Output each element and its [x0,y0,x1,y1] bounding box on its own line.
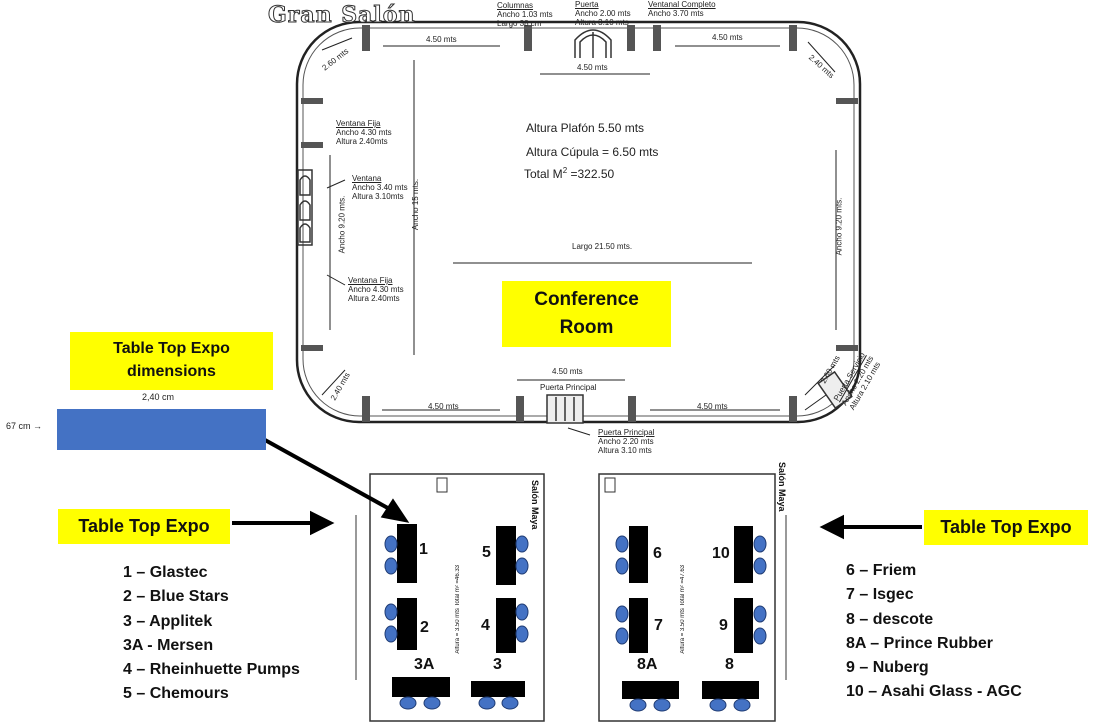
dim-bottom-door: 4.50 mts [552,367,583,376]
room-left-outline [369,473,545,722]
table-number: 1 [419,541,428,558]
list-item: 6 – Friem [846,562,917,579]
room-right-chairs [615,535,767,712]
arrow-right-label [819,514,922,540]
table-dims-rect [57,409,266,450]
list-item: 3A - Mersen [123,636,214,654]
table-number: 3 [493,656,502,673]
room-right-outline [598,473,776,722]
table-number: 5 [482,544,491,561]
dim-top-right: 4.50 mts [712,33,743,42]
arrow-table-to-room [264,438,410,523]
top-door-icon [574,29,612,58]
dimension-lines [321,37,837,436]
list-item: 5 – Chemours [123,685,229,703]
total-m2: Total M2 =322.50 [524,166,615,181]
arrow-left-label [232,510,335,536]
room-left-side-text: Salón Maya [530,480,540,530]
dim-top-door: 4.50 mts [577,63,608,72]
table-number: 8A [637,656,658,673]
hall-outer-wall [295,20,862,424]
list-item: 2 – Blue Stars [123,588,229,606]
dim-left-920: Ancho 9.20 mts. [337,195,347,254]
hall-inner-wall [302,27,855,417]
column-left-side [301,98,858,351]
dim-bottom-left: 4.50 mts [428,402,459,411]
room-left-area: Altura = 3.50 mts Total m² =46.33 [455,565,461,654]
list-item: 8 – descote [846,610,934,628]
list-item: 8A – Prince Rubber [846,634,994,652]
main-door-icon [546,394,584,424]
room-left-chairs [384,535,529,710]
left-window-icon [297,169,313,246]
dim-largo: Largo 21.50 mts. [572,242,633,251]
service-door-icon [817,370,853,410]
column-bottom [362,396,797,422]
table-dims-height: 67 cm → [6,421,43,431]
column-top-right [653,25,797,51]
column-top-mid [524,25,532,51]
altura-plafon: Altura Plafón 5.50 mts [526,121,645,135]
table-number: 7 [654,617,663,634]
column-top-mid2 [627,25,635,51]
table-number: 4 [481,617,490,634]
column-top-left [362,25,370,51]
dim-ancho15: Ancho 15 mts. [411,178,421,231]
room-right-area: Altura = 3.50 mts Total m² =47.63 [680,565,686,654]
list-item: 9 – Nuberg [846,659,929,677]
dim-right-920: Ancho 9.20 mts. [834,197,844,256]
list-item: 4 – Rheinhuette Pumps [123,661,300,679]
room-doc-icons [436,477,616,493]
table-dims-width: 2,40 cm [142,392,175,402]
left-exhibitor-list: 1 – Glastec 2 – Blue Stars 3 – Applitek … [123,561,300,707]
room-right-side-text: Salón Maya [777,462,787,512]
room-right-tables [622,526,759,699]
hall-title: Gran Salón [267,2,416,29]
left-expo-label: Table Top Expo [58,509,230,544]
table-number: 3A [414,656,435,673]
table-number: 2 [420,619,429,636]
right-exhibitor-list: 6 – Friem 7 – Isgec 8 – descote 8A – Pri… [846,559,1022,705]
list-item: 10 – Asahi Glass - AGC [846,683,1022,701]
list-item: 3 – Applitek [123,612,213,630]
altura-cupula: Altura Cúpula = 6.50 mts [526,145,659,159]
dim-bottom-right: 4.50 mts [697,402,728,411]
room-left-tables [392,524,525,697]
dim-top-left: 4.50 mts [426,35,457,44]
list-item: 1 – Glastec [123,564,208,581]
table-number: 10 [712,545,730,562]
table-number: 9 [719,617,728,634]
right-expo-label: Table Top Expo [924,510,1088,545]
table-number: 8 [725,656,734,673]
puerta-principal-label: Puerta Principal [540,383,597,392]
table-number: 6 [653,545,662,562]
list-item: 7 – Isgec [846,586,914,604]
